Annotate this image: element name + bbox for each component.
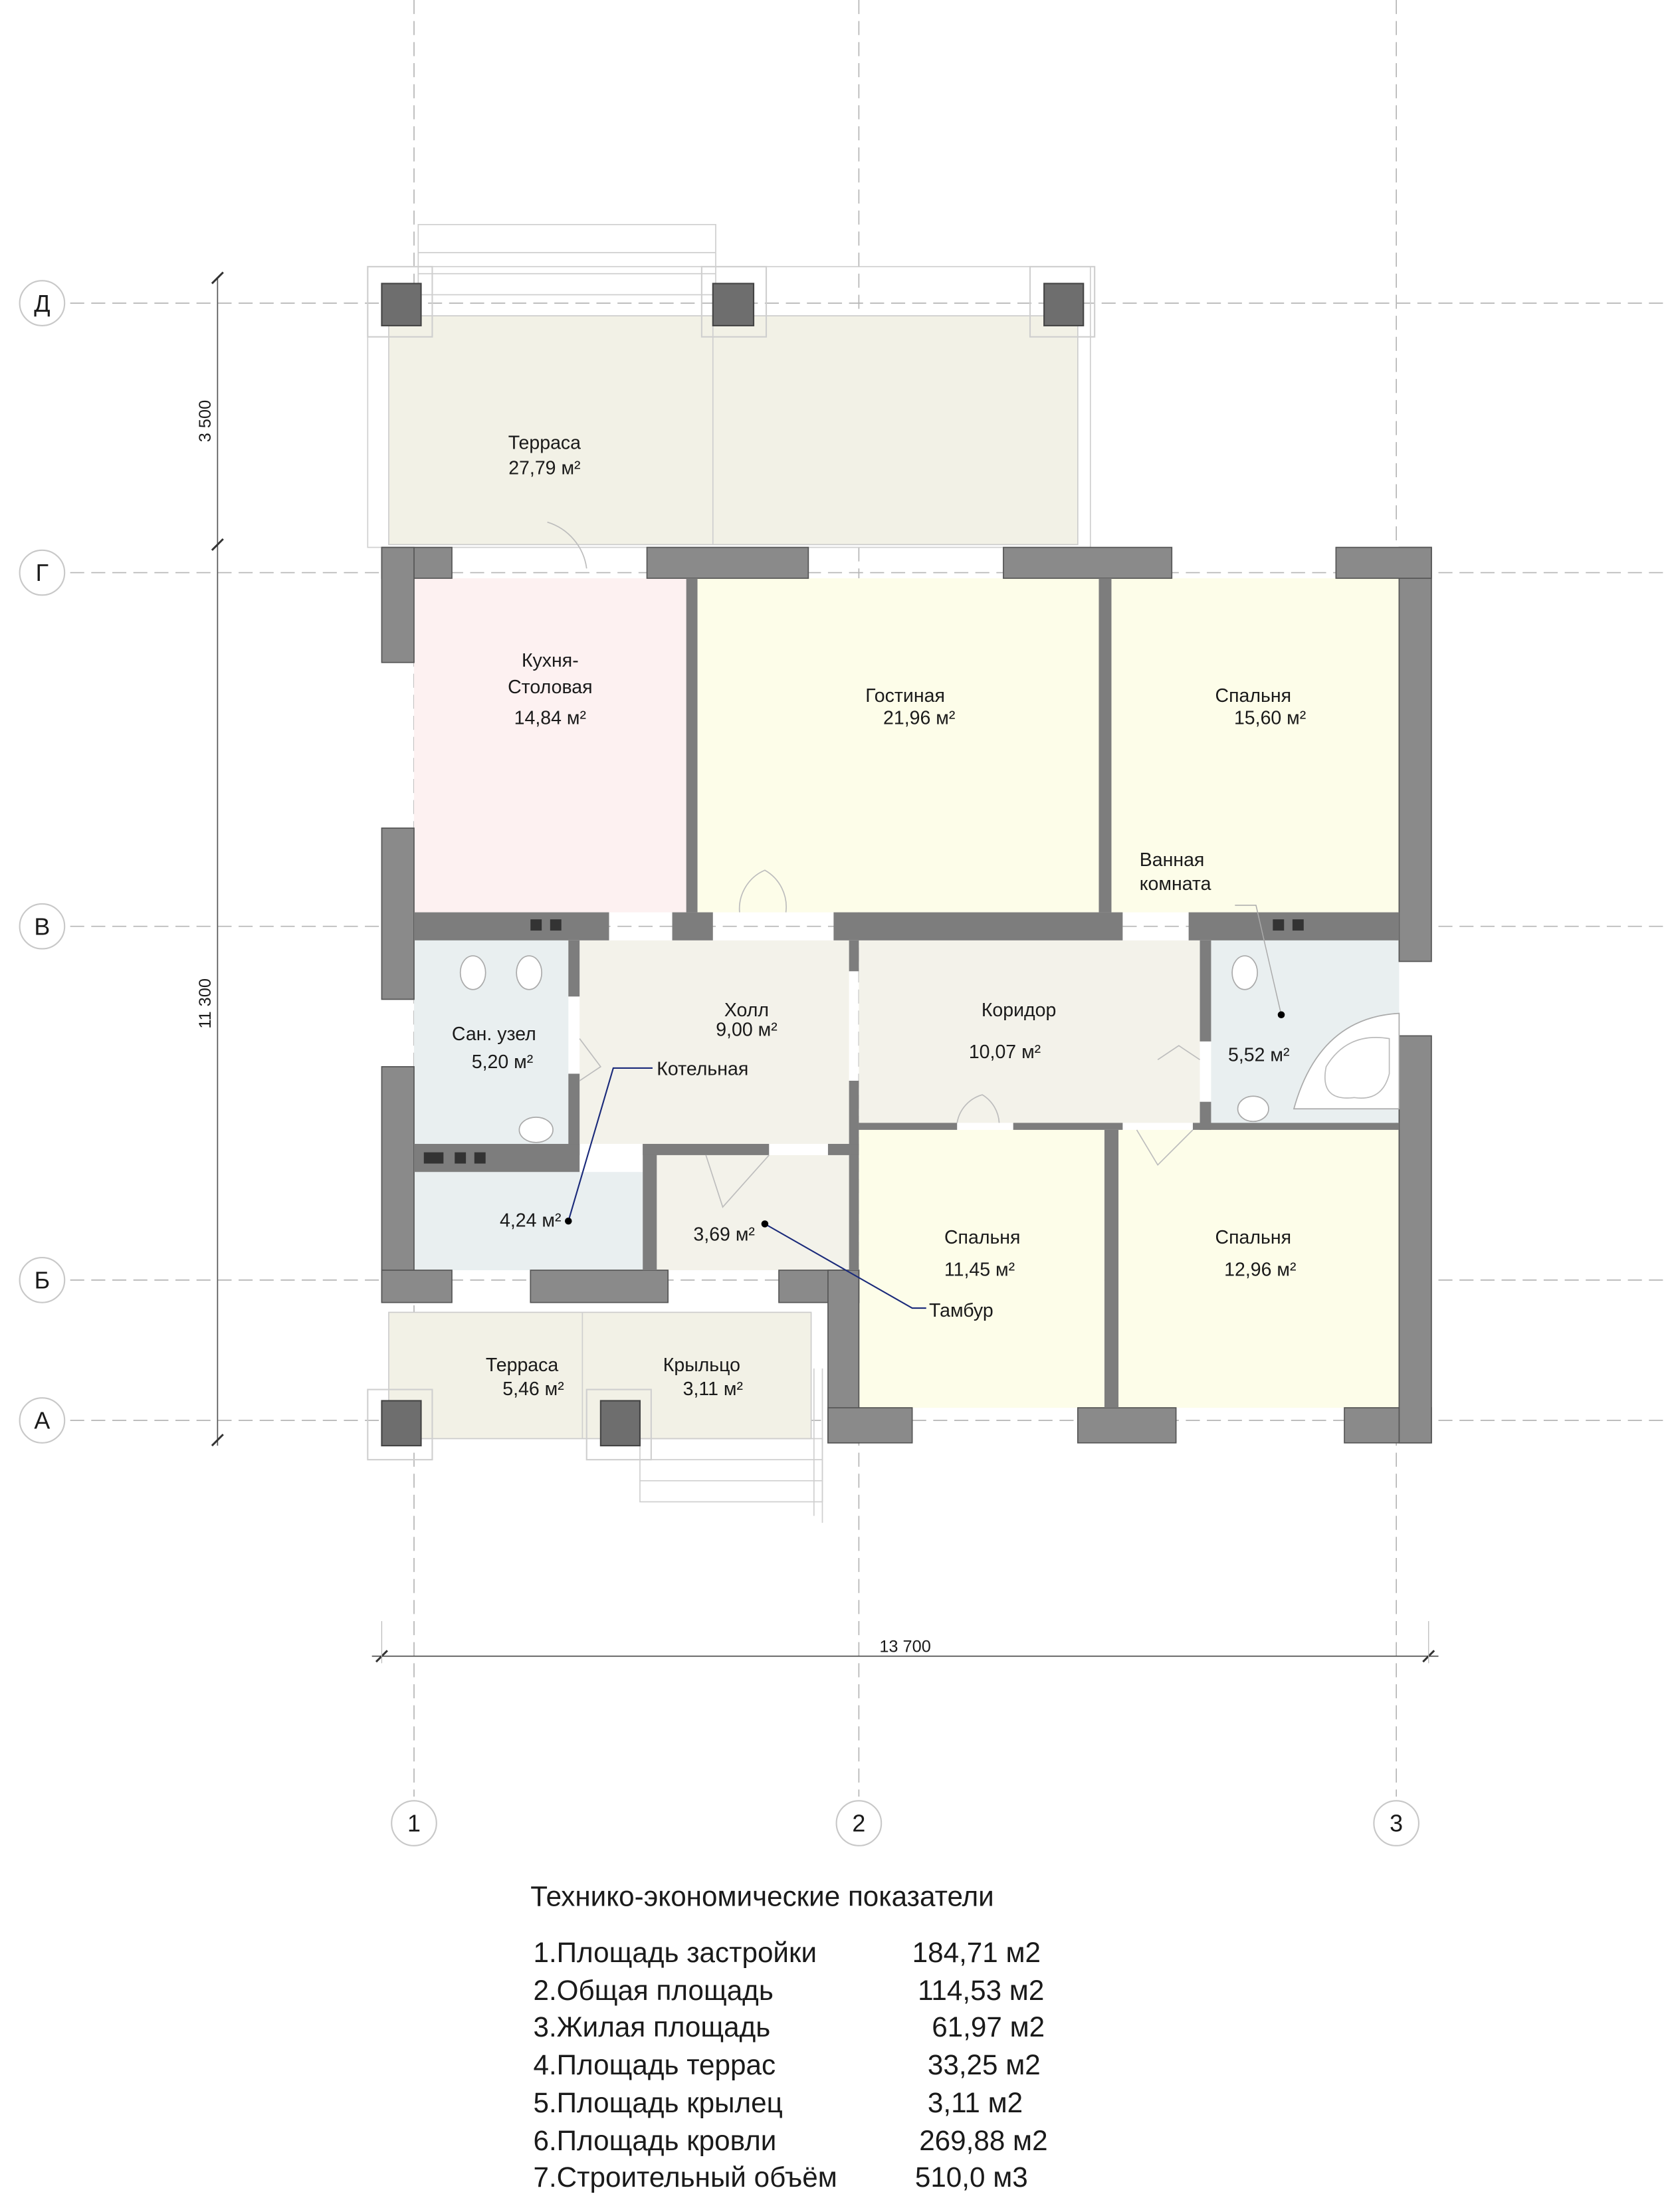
hall-floor: [579, 940, 849, 1145]
indicator-value: 184,71 м2: [912, 1937, 1041, 1968]
terrace-bottom-name: Терраса: [486, 1355, 558, 1376]
corridor-area: 10,07 м²: [969, 1042, 1041, 1063]
vent: [1292, 919, 1304, 931]
vent: [455, 1152, 467, 1164]
vent: [423, 1152, 444, 1164]
bedroom-s1-name: Спальня: [944, 1227, 1021, 1248]
indicator-value: 114,53 м2: [918, 1975, 1044, 2006]
kitchen-area: 14,84 м²: [514, 708, 586, 729]
indicators-title: Технико-экономические показатели: [530, 1881, 994, 1912]
boiler-area: 4,24 м²: [500, 1210, 561, 1232]
vent: [1273, 919, 1285, 931]
terrace-bottom-area: 5,46 м²: [502, 1379, 564, 1400]
dimension-13700: 13 700: [879, 1637, 930, 1656]
column-axis-markers: 1 2 3: [391, 1800, 1420, 1846]
terrace-top-name: Терраса: [508, 433, 581, 454]
sink-icon: [1237, 1095, 1269, 1123]
vent: [530, 919, 542, 931]
indicator-label: 7.Строительный объём: [533, 2161, 837, 2193]
indicator-label: 5.Площадь крылец: [533, 2087, 782, 2118]
vestibule-area: 3,69 м²: [693, 1224, 754, 1246]
row-axis-markers: Д Г В Б А: [19, 280, 66, 1444]
toilet-icon: [1231, 955, 1258, 990]
living-area: 21,96 м²: [883, 708, 955, 729]
axis-label-v: В: [34, 913, 50, 940]
hall-name: Холл: [724, 1000, 769, 1021]
axis-label-g: Г: [36, 560, 49, 586]
vestibule-name: Тамбур: [929, 1300, 993, 1321]
indicator-value: 61,97 м2: [932, 2011, 1045, 2043]
toilet-icon: [516, 955, 543, 990]
bedroom-s2-name: Спальня: [1215, 1227, 1292, 1248]
doors: [547, 521, 1201, 1208]
columns: [367, 266, 1096, 1461]
kitchen-name-1: Кухня-: [522, 650, 579, 671]
porch-name: Крыльцо: [663, 1355, 740, 1376]
dimension-11300: 11 300: [196, 978, 215, 1029]
boiler-name: Котельная: [657, 1059, 748, 1080]
leader-lines: [565, 905, 1285, 1309]
indicator-label: 1.Площадь застройки: [533, 1937, 817, 1968]
indicator-value: 33,25 м2: [928, 2049, 1041, 2080]
indicators-table: Технико-экономические показатели 1.Площа…: [530, 1881, 1047, 2193]
bedroom-ne-name: Спальня: [1215, 685, 1292, 707]
column: [712, 282, 755, 326]
terraces: [367, 224, 1091, 1523]
bathroom-area: 5,52 м²: [1228, 1044, 1289, 1065]
wc-floor: [413, 940, 569, 1145]
wc-area: 5,20 м²: [472, 1051, 533, 1073]
terrace-top-floor: [388, 315, 1079, 546]
dimension-3500: 3 500: [196, 400, 215, 442]
axis-label-2: 2: [852, 1811, 865, 1837]
plumbing-fixtures: [459, 955, 1400, 1143]
living-name: Гостиная: [865, 685, 945, 707]
bedroom-ne-area: 15,60 м²: [1234, 708, 1306, 729]
indicator-value: 269,88 м2: [919, 2125, 1047, 2156]
boiler-floor: [413, 1172, 643, 1271]
column: [1043, 282, 1085, 326]
column: [599, 1400, 641, 1447]
terrace-top-area: 27,79 м²: [508, 458, 580, 479]
axis-label-b: Б: [35, 1268, 51, 1294]
axis-label-d: Д: [34, 290, 50, 317]
room-labels: Терраса 27,79 м² Кухня- Столовая 14,84 м…: [452, 433, 1306, 1400]
indicator-label: 3.Жилая площадь: [533, 2011, 770, 2043]
sink-icon: [518, 1117, 554, 1143]
bathroom-name-2: комната: [1140, 873, 1211, 895]
vestibule-floor: [657, 1155, 849, 1271]
column: [381, 1400, 422, 1447]
indicator-label: 2.Общая площадь: [533, 1975, 773, 2006]
indicator-value: 3,11 м2: [928, 2087, 1023, 2118]
kitchen-name-2: Столовая: [508, 677, 592, 698]
corridor-name: Коридор: [982, 1000, 1057, 1021]
indicator-label: 4.Площадь террас: [533, 2049, 776, 2080]
bedroom-s1-floor: [859, 1129, 1104, 1408]
vent: [550, 919, 562, 931]
living-floor: [697, 578, 1099, 913]
bedroom-s1-area: 11,45 м²: [944, 1260, 1015, 1281]
indicator-label: 6.Площадь кровли: [533, 2125, 776, 2156]
porch-area: 3,11 м²: [683, 1379, 743, 1400]
kitchen-floor: [413, 578, 686, 913]
toilet-icon: [459, 955, 486, 990]
bedroom-ne-floor: [1111, 578, 1400, 913]
walls: [381, 546, 1432, 1444]
indicator-value: 510,0 м3: [915, 2161, 1028, 2193]
column: [381, 282, 422, 326]
bathroom-name-1: Ванная: [1140, 849, 1205, 871]
wc-name: Сан. узел: [452, 1024, 536, 1045]
corridor-floor: [859, 940, 1200, 1123]
axis-label-1: 1: [407, 1811, 421, 1837]
hall-area: 9,00 м²: [716, 1019, 777, 1040]
bedroom-s2-floor: [1118, 1129, 1400, 1408]
vent: [474, 1152, 486, 1164]
axis-label-3: 3: [1390, 1811, 1403, 1837]
dimension-lines: 3 500 11 300 13 700: [196, 271, 1439, 1664]
axis-label-a: А: [34, 1408, 50, 1434]
bedroom-s2-area: 12,96 м²: [1224, 1260, 1296, 1281]
